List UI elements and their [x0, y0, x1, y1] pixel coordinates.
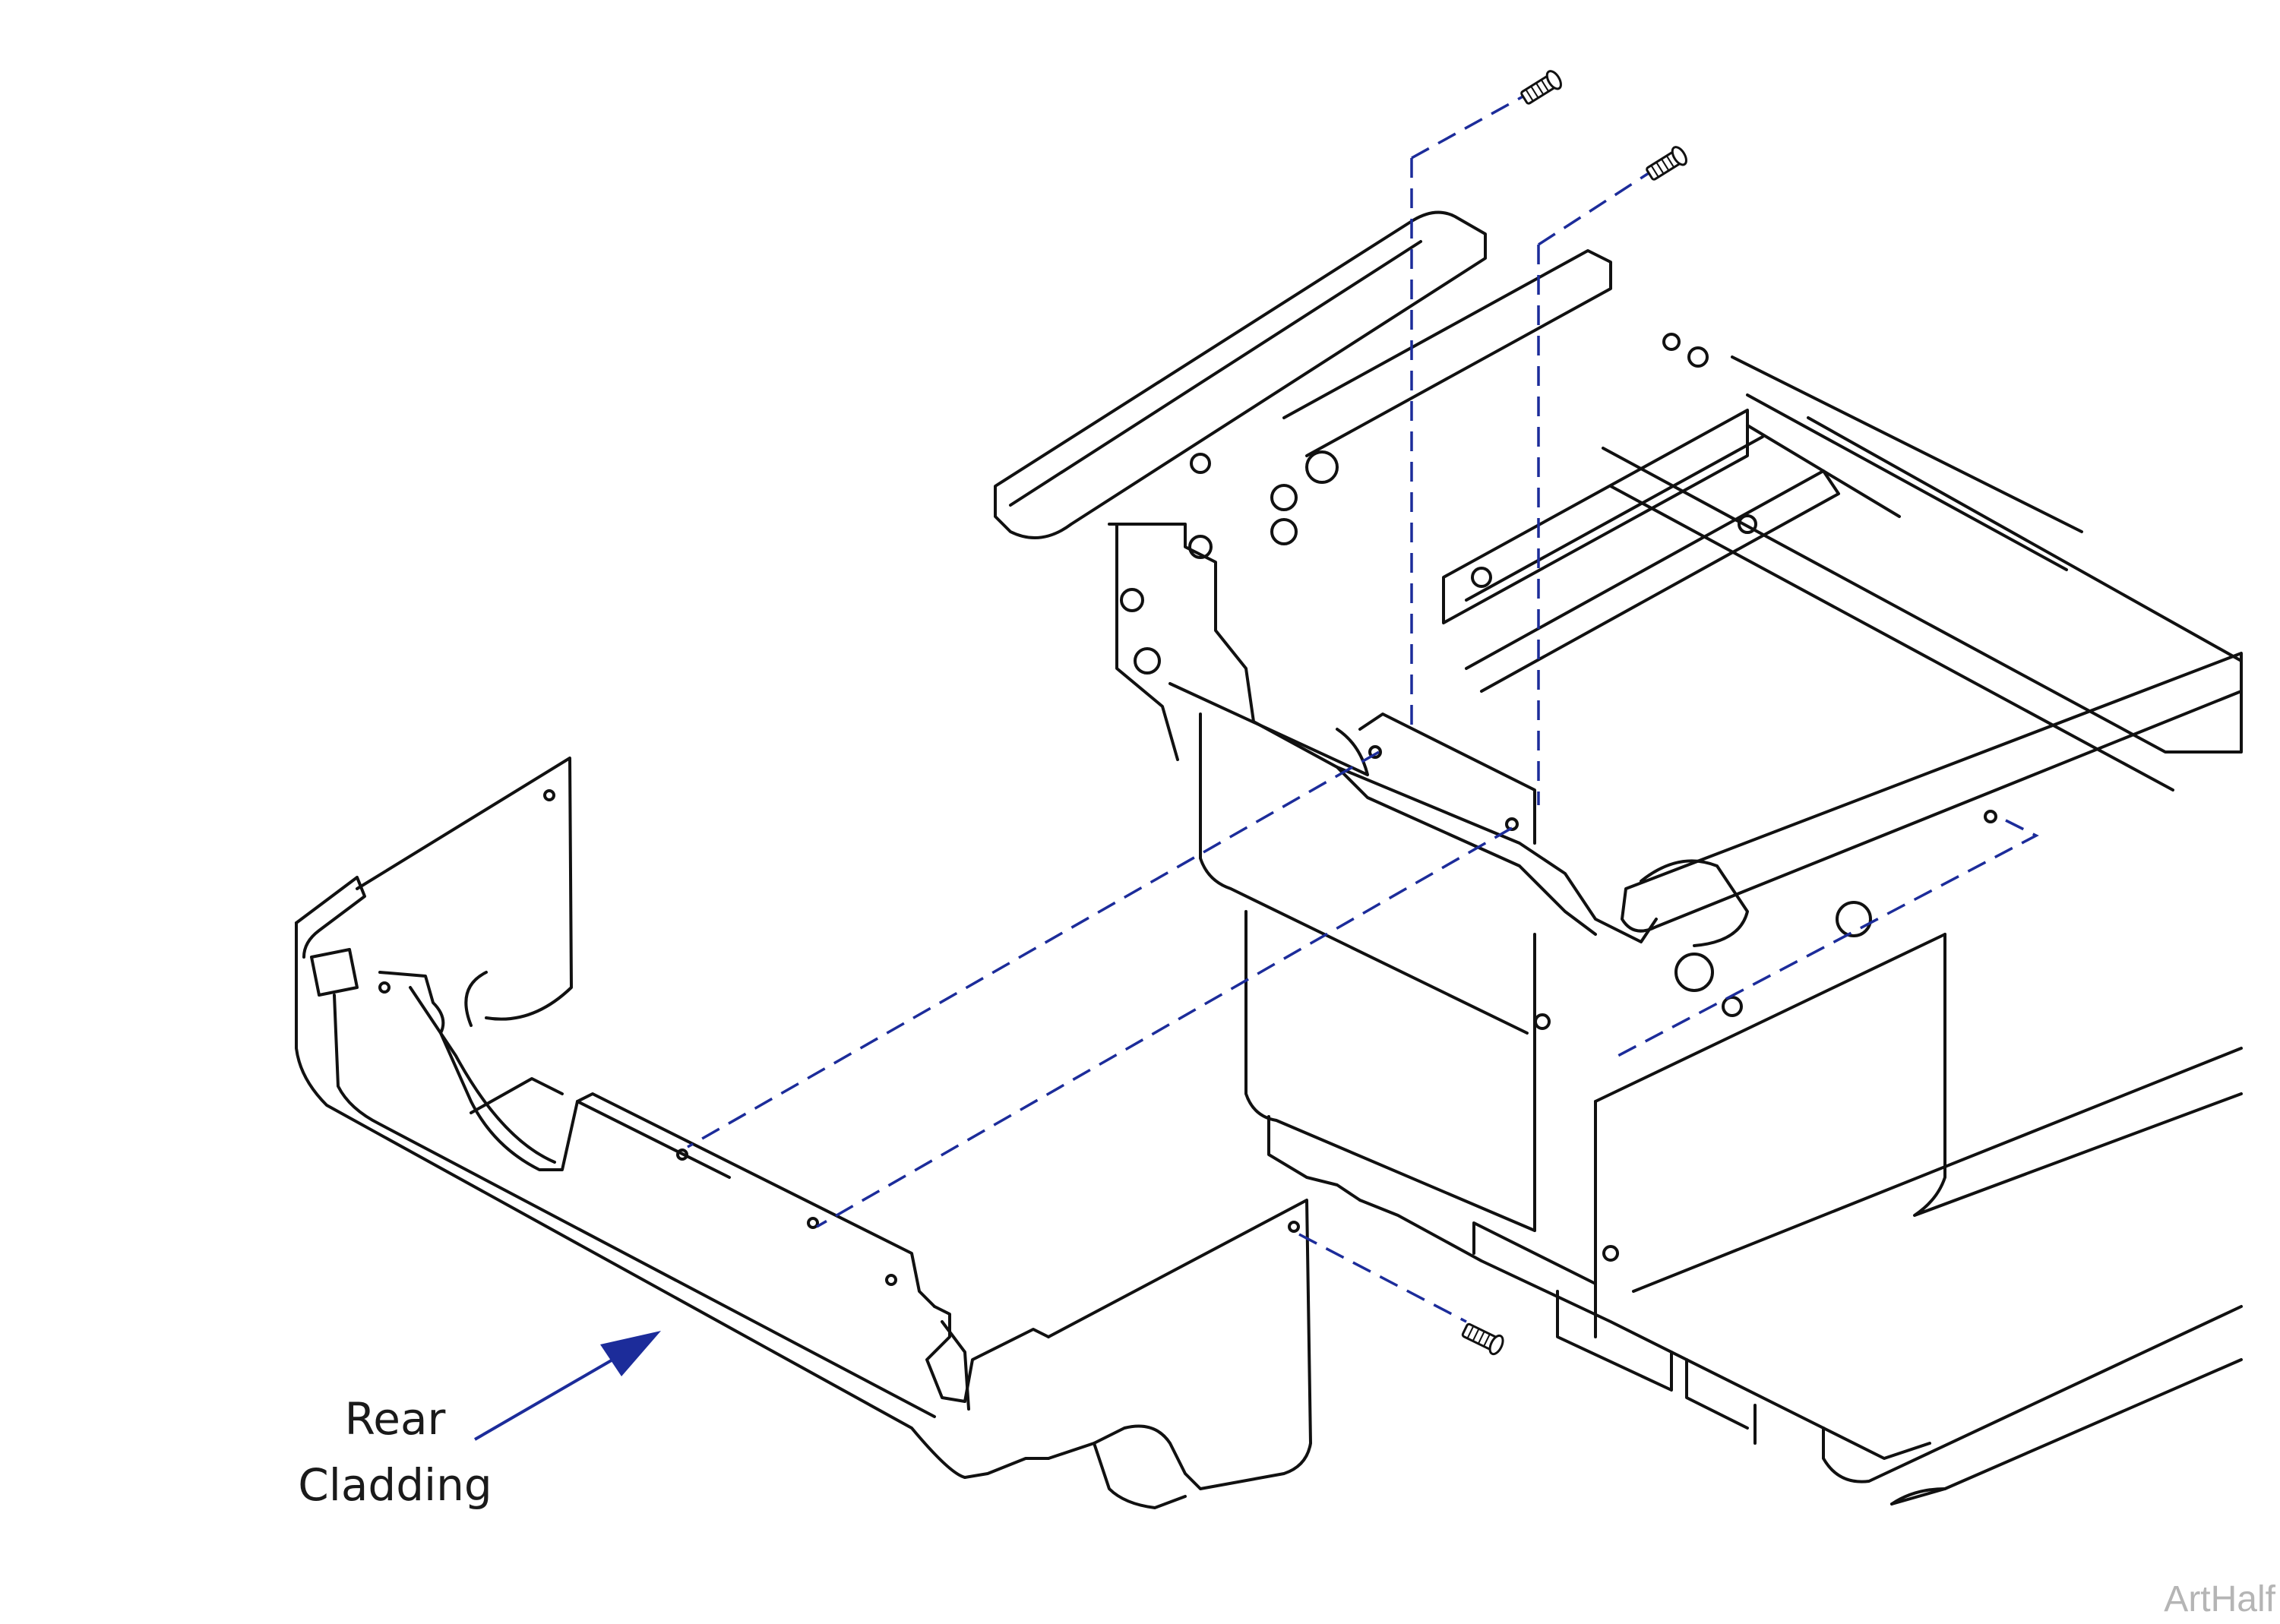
- rear-cladding-part: [295, 757, 1312, 1509]
- arrow-icon: [473, 1331, 661, 1441]
- screw-icon: [1517, 68, 1565, 109]
- watermark: ArtHalf: [2164, 1579, 2275, 1619]
- screw-icon: [1459, 1319, 1507, 1357]
- callout-label-line-2: Cladding: [298, 1459, 492, 1511]
- callout-label-line-1: Rear: [344, 1393, 446, 1445]
- chair-base-assembly: [994, 210, 2243, 1506]
- alignment-guides: [687, 93, 2039, 1323]
- screw-icon: [1643, 144, 1690, 185]
